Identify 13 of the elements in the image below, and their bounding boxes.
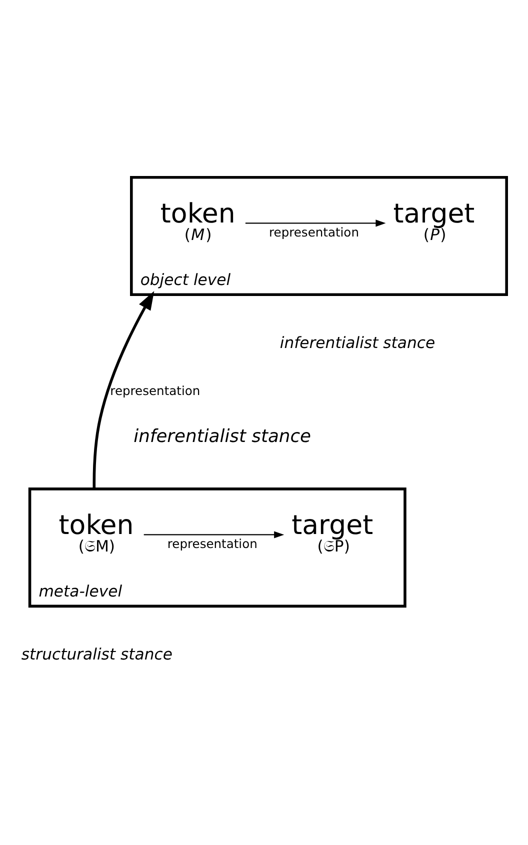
arrow: [92, 290, 154, 489]
node-label: structuralist stance: [21, 644, 172, 664]
edge-label: representation: [167, 536, 258, 551]
arrow: [144, 531, 284, 538]
arrow: [245, 220, 386, 227]
label: inferentialist stance: [134, 426, 312, 447]
edge-label: representation: [269, 225, 359, 240]
node-text: target (𝔖P): [292, 510, 374, 556]
node-label: inferentialist stance: [280, 332, 436, 352]
edge-label: representation: [110, 384, 200, 398]
node-text: token (M): [160, 198, 236, 244]
node-text: target (P): [393, 198, 475, 244]
node-text: token (𝔖M): [58, 510, 134, 556]
